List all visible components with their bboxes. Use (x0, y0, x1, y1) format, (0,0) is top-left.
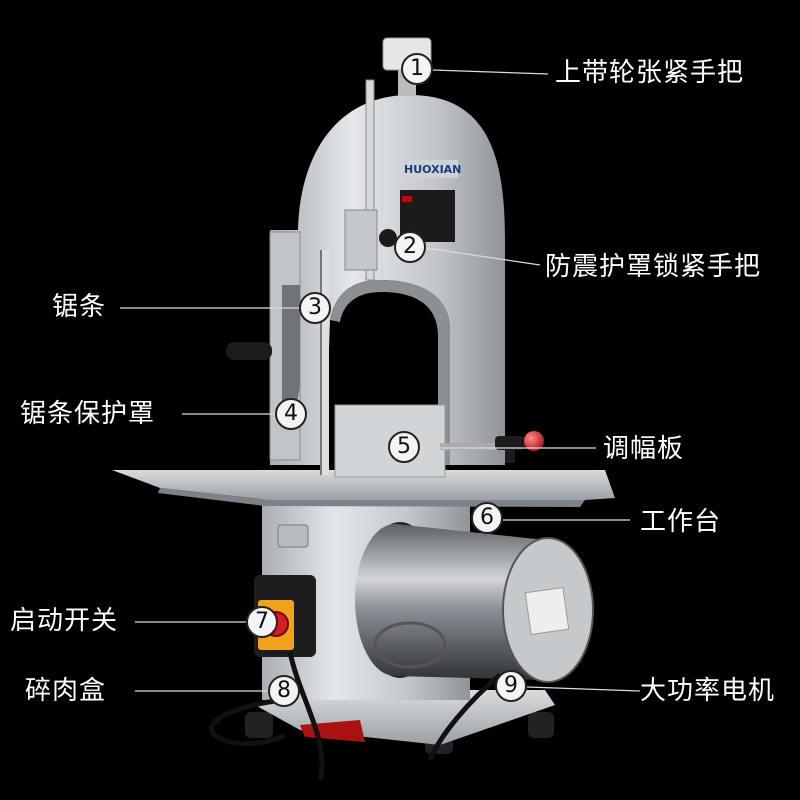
callout-number-5: 5 (388, 431, 420, 463)
motor-fins (373, 621, 447, 669)
power-cable (209, 651, 502, 781)
callout-label-3: 锯条 (52, 292, 107, 322)
callout-number-3: 3 (299, 292, 331, 324)
fence-foot (505, 443, 515, 463)
brand-text: HUOXIAN (404, 163, 461, 176)
leader-line-1 (432, 69, 549, 75)
foot (245, 712, 273, 738)
callout-label-6: 工作台 (640, 507, 722, 537)
callout-label-9: 大功率电机 (640, 676, 776, 706)
callout-number-9: 9 (495, 670, 527, 702)
cabinet-bracket (277, 524, 309, 548)
guide-bracket (344, 209, 378, 271)
callout-number-2: 2 (394, 231, 426, 263)
callout-number-1: 1 (401, 53, 433, 85)
callout-label-2: 防震护罩锁紧手把 (545, 252, 762, 282)
saw-blade (322, 250, 329, 475)
work-table (112, 470, 615, 500)
fence-rod (440, 443, 510, 450)
callout-label-8: 碎肉盒 (25, 676, 107, 706)
side-crank-handle (226, 342, 272, 360)
callout-label-5: 调幅板 (603, 434, 685, 464)
brand-label (402, 160, 458, 178)
work-table-edge (158, 488, 585, 507)
callout-number-8: 8 (268, 675, 300, 707)
leader-line-2 (425, 247, 541, 266)
lock-handle (379, 229, 397, 247)
leader-line-9 (526, 686, 641, 692)
callout-number-7: 7 (246, 606, 278, 638)
fence-handle-ball (524, 431, 544, 451)
callout-label-4: 锯条保护罩 (20, 399, 156, 429)
motor-nameplate (524, 586, 570, 636)
blade-guard-cutout (282, 285, 300, 420)
callout-label-1: 上带轮张紧手把 (555, 58, 745, 88)
callout-number-6: 6 (471, 502, 503, 534)
callout-number-4: 4 (275, 398, 307, 430)
callout-label-7: 启动开关 (10, 606, 119, 636)
saw-blade-teeth (320, 250, 322, 475)
guide-post (365, 79, 375, 281)
foot (528, 712, 554, 738)
spec-sticker-red (402, 196, 412, 202)
upper-frame (270, 95, 505, 465)
